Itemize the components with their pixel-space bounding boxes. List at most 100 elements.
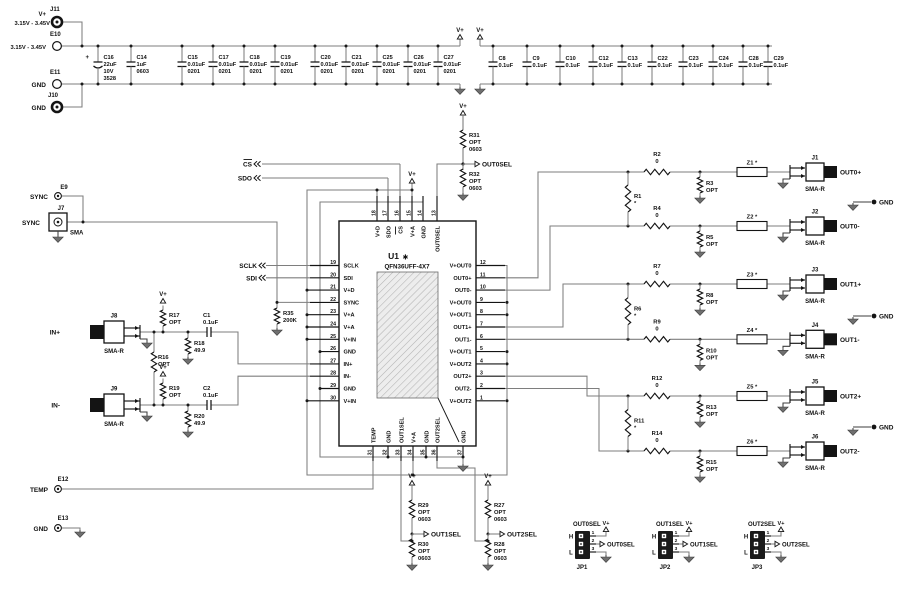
inputs-1-signal: IN- <box>51 403 60 410</box>
jumpers-0-l: L <box>569 551 573 557</box>
cap-bank1-4-size: 0201 <box>250 69 262 75</box>
output-rows-5-jack: J6 <box>812 435 819 441</box>
output-rows-4-z: Z5 * <box>747 385 758 391</box>
jumpers-0-p2: 2 <box>592 538 595 544</box>
cap-bank2-8-value: 0.1uF <box>749 63 764 69</box>
chip-right-pins-5-label: OUT1+ <box>453 325 472 331</box>
j7-sync-label: SYNC <box>22 220 40 227</box>
sel2-vplus: V+ <box>484 474 492 480</box>
chip-right-pins-0-label: V+OUT0 <box>450 264 472 270</box>
cap-bank1-4-value: 0.01uF <box>250 62 268 68</box>
sclk-port-label: SCLK <box>239 263 257 270</box>
inputs-1-cap-ref: C2 <box>203 386 210 392</box>
chip-right-pins-11-label: V+OUT2 <box>450 399 472 405</box>
cap-bank1-4-ref: C18 <box>250 55 260 61</box>
gnd-symbol-icon <box>694 475 706 483</box>
chip-top-pins-2-n: 16 <box>395 210 401 216</box>
sel-stacks-1-top-ref: R29 <box>418 503 429 509</box>
sel-stacks-1-bot-ref: R30 <box>418 542 429 548</box>
chip-left-pins-2-n: 21 <box>330 285 336 291</box>
analog-inputs: J8SMA-RIN+V+R17OPTR1849.9C10.1uFJ9SMA-RI… <box>50 292 219 438</box>
output-rows-3-shunt-ref: R10 <box>706 348 717 354</box>
gnd-symbol-icon <box>74 530 86 538</box>
chip-bottom-pins-5-n: 36 <box>432 449 438 455</box>
chip-top-pins-3-label: V+A <box>411 226 417 237</box>
output-rows-0-series-val: 0 <box>655 159 658 165</box>
cap-bank1-1-value: 1uF <box>137 62 148 68</box>
gnd-testpoint-0: GND <box>879 199 894 206</box>
vplus-arrow-icon <box>484 479 492 486</box>
cap-bank2-3-ref: C12 <box>599 56 609 62</box>
chip-right-pins-2-label: OUT0- <box>455 288 472 294</box>
resistor-icon <box>695 455 705 473</box>
e11-ref: E11 <box>50 70 61 76</box>
resistor-icon <box>150 351 158 373</box>
output-rows-1-signal: OUT0- <box>840 224 860 231</box>
vplus-arrow-icon <box>159 370 167 377</box>
cap-bank1-0-note: 10V <box>104 69 114 75</box>
vplus-arrow-icon <box>408 177 416 184</box>
resistor-icon <box>695 176 705 194</box>
output-rows-0-shunt-val: OPT <box>706 188 718 194</box>
chip-right-pins-3-n: 9 <box>480 297 483 303</box>
vplus-arrow-icon <box>408 479 416 486</box>
cap-bank1-9-ref: C26 <box>414 55 424 61</box>
chip-left-pins-4-label: V+A <box>344 313 355 319</box>
resistor-icon <box>695 400 705 418</box>
sel-stacks: V+R31OPT0603OUT0SELR32OPT0603V+R29OPT060… <box>406 104 537 571</box>
bank1-vplus: V+ <box>456 28 464 34</box>
gnd-symbol-icon <box>141 341 153 349</box>
gnd-symbol-icon <box>777 235 789 243</box>
output-rows-2-z: Z3 * <box>747 273 758 279</box>
output-rows-1-series-val: 0 <box>655 213 658 219</box>
output-rows-3-series-val: 0 <box>655 326 658 332</box>
chip-left-pins-5-label: V+A <box>344 325 355 331</box>
cap-bank1-2-size: 0201 <box>188 69 200 75</box>
output-rows-5-signal: OUT2- <box>840 449 860 456</box>
output-rows-5-shunt-ref: R15 <box>706 460 717 466</box>
output-rows-0-jack-type: SMA-R <box>805 187 825 193</box>
cap-bank1-5-value: 0.01uF <box>281 62 299 68</box>
jumpers-2-signal: OUT2SEL <box>782 543 810 549</box>
chip-right-pins-6-label: OUT1- <box>455 337 472 343</box>
output-rows-1-jack-type: SMA-R <box>805 241 825 247</box>
e11-gnd-label: GND <box>32 82 47 89</box>
resistor-icon <box>624 297 632 326</box>
chip-left-pins-0-label: SCLK <box>344 264 359 270</box>
chip-bottom-pins-3-n: 34 <box>408 449 414 455</box>
gnd-symbol-icon <box>847 428 859 436</box>
gnd-symbol-icon <box>141 414 153 422</box>
cap-bank-2: C80.1uFC90.1uFC100.1uFC120.1uFC130.1uFC2… <box>474 28 789 95</box>
vplus-arrow-icon <box>459 109 467 116</box>
j11-ref: J11 <box>50 7 60 13</box>
sdi-port-label: SDI <box>246 275 257 282</box>
output-rows-3-shunt-val: OPT <box>706 355 718 361</box>
output-rows-0-shunt-ref: R3 <box>706 181 714 187</box>
sel-stacks-0-top-size: 0603 <box>469 147 483 153</box>
vplus-arrow-icon <box>685 526 693 533</box>
resistor-icon <box>272 307 282 325</box>
cap-bank1-0-size: 3528 <box>104 76 116 82</box>
port-in-icon <box>253 160 261 168</box>
jp2-vplus: V+ <box>686 521 693 527</box>
cross-rs-2-val: * <box>634 426 637 432</box>
sel-stacks-2-top-size: 0603 <box>494 517 508 523</box>
output-rows-3-series-ref: R9 <box>653 319 661 325</box>
jumpers: OUT0SEL123V+OUT0SELHLJP1OUT1SEL123V+OUT1… <box>569 521 810 571</box>
cap-bank1-2-ref: C15 <box>188 55 198 61</box>
chip-left-pins-1-label: SDI <box>344 276 354 282</box>
gnd-symbol-icon <box>694 250 706 258</box>
output-rows-3-z: Z4 * <box>747 328 758 334</box>
cap-bank1-5-ref: C19 <box>281 55 291 61</box>
chip-top-pins-4-label: GND <box>422 226 428 238</box>
chip-top-pins-5-label: OUT0SEL <box>436 225 442 251</box>
output-rows-2-shunt-val: OPT <box>706 300 718 306</box>
resistor-icon <box>408 499 416 519</box>
jp1-vplus: V+ <box>603 521 610 527</box>
cap-bank2-7-ref: C24 <box>719 56 730 62</box>
gnd-testpoint-2: GND <box>879 424 894 431</box>
cap-bank2-4-ref: C13 <box>628 56 638 62</box>
output-rows-5-jack-type: SMA-R <box>805 466 825 472</box>
